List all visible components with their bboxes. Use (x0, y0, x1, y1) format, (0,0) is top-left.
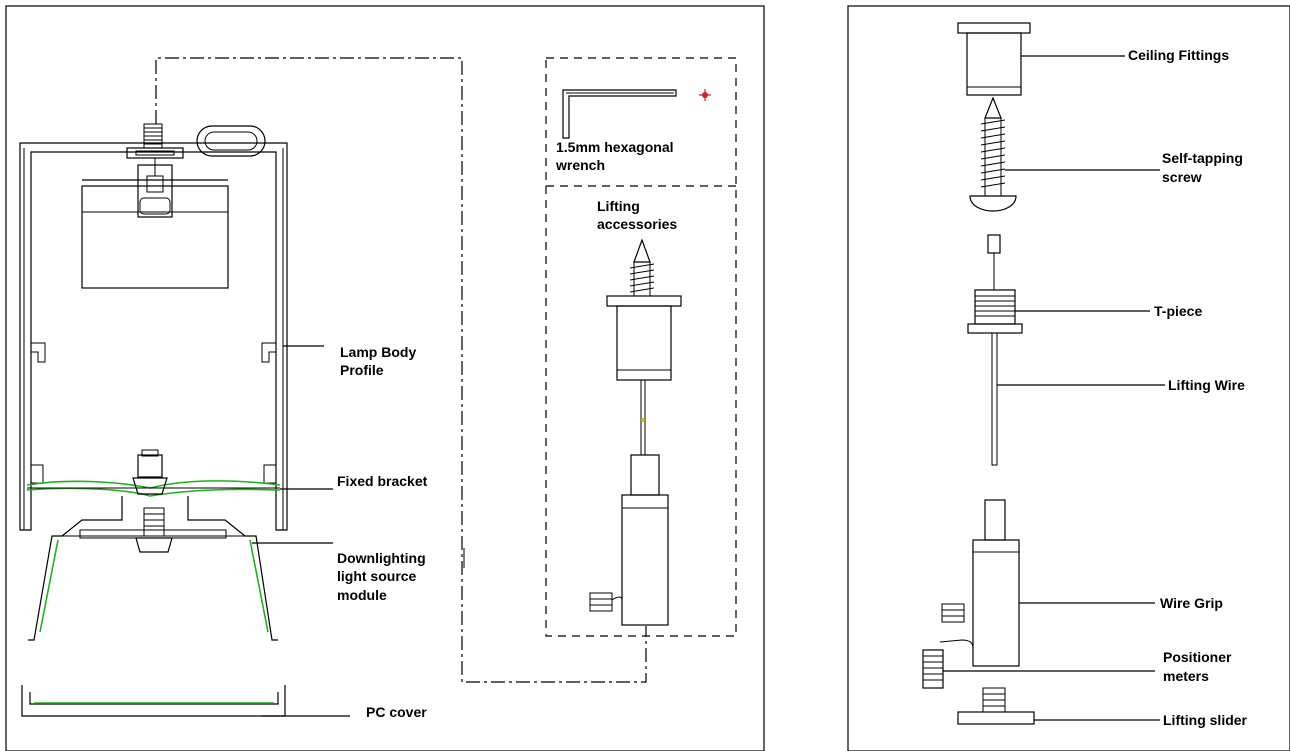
lamp-body-profile (19, 142, 288, 531)
left-panel-frame (5, 5, 765, 751)
label-fixed-bracket: Fixed bracket (337, 473, 428, 489)
label-lifting-slider: Lifting slider (1163, 712, 1248, 728)
label-lifting-accessories: Lifting accessories (597, 198, 677, 232)
label-t-piece: T-piece (1154, 303, 1202, 319)
routing-line (155, 57, 647, 683)
fixed-bracket (26, 449, 281, 497)
lifting-slider-part (957, 687, 1035, 725)
label-self-tapping-screw: Self-tapping screw (1162, 150, 1247, 185)
label-lamp-body-profile: Lamp Body Profile (340, 344, 420, 378)
lifting-accessory-assembly (589, 238, 682, 626)
top-mount-screw (126, 123, 266, 159)
ceiling-fitting-part (957, 22, 1031, 96)
label-positioner-meters: Positioner meters (1163, 649, 1235, 684)
lifting-wire-part (991, 332, 998, 466)
right-panel-frame (847, 5, 1290, 751)
label-wrench: 1.5mm hexagonal wrench (555, 139, 677, 173)
downlighting-module (28, 496, 278, 641)
label-lifting-wire: Lifting Wire (1168, 377, 1245, 393)
label-wire-grip: Wire Grip (1160, 595, 1223, 611)
label-ceiling-fittings: Ceiling Fittings (1128, 47, 1229, 63)
positioner-part (922, 649, 944, 689)
hex-wrench (562, 89, 711, 139)
self-tapping-screw-part (969, 96, 1017, 212)
t-piece-part (967, 234, 1023, 334)
label-pc-cover: PC cover (366, 704, 427, 720)
pc-cover-shape (21, 685, 286, 717)
accessories-box (545, 57, 737, 637)
label-downlighting-module: Downlighting light source module (337, 550, 430, 603)
wire-grip-part (939, 499, 1020, 667)
driver-box (81, 158, 229, 289)
